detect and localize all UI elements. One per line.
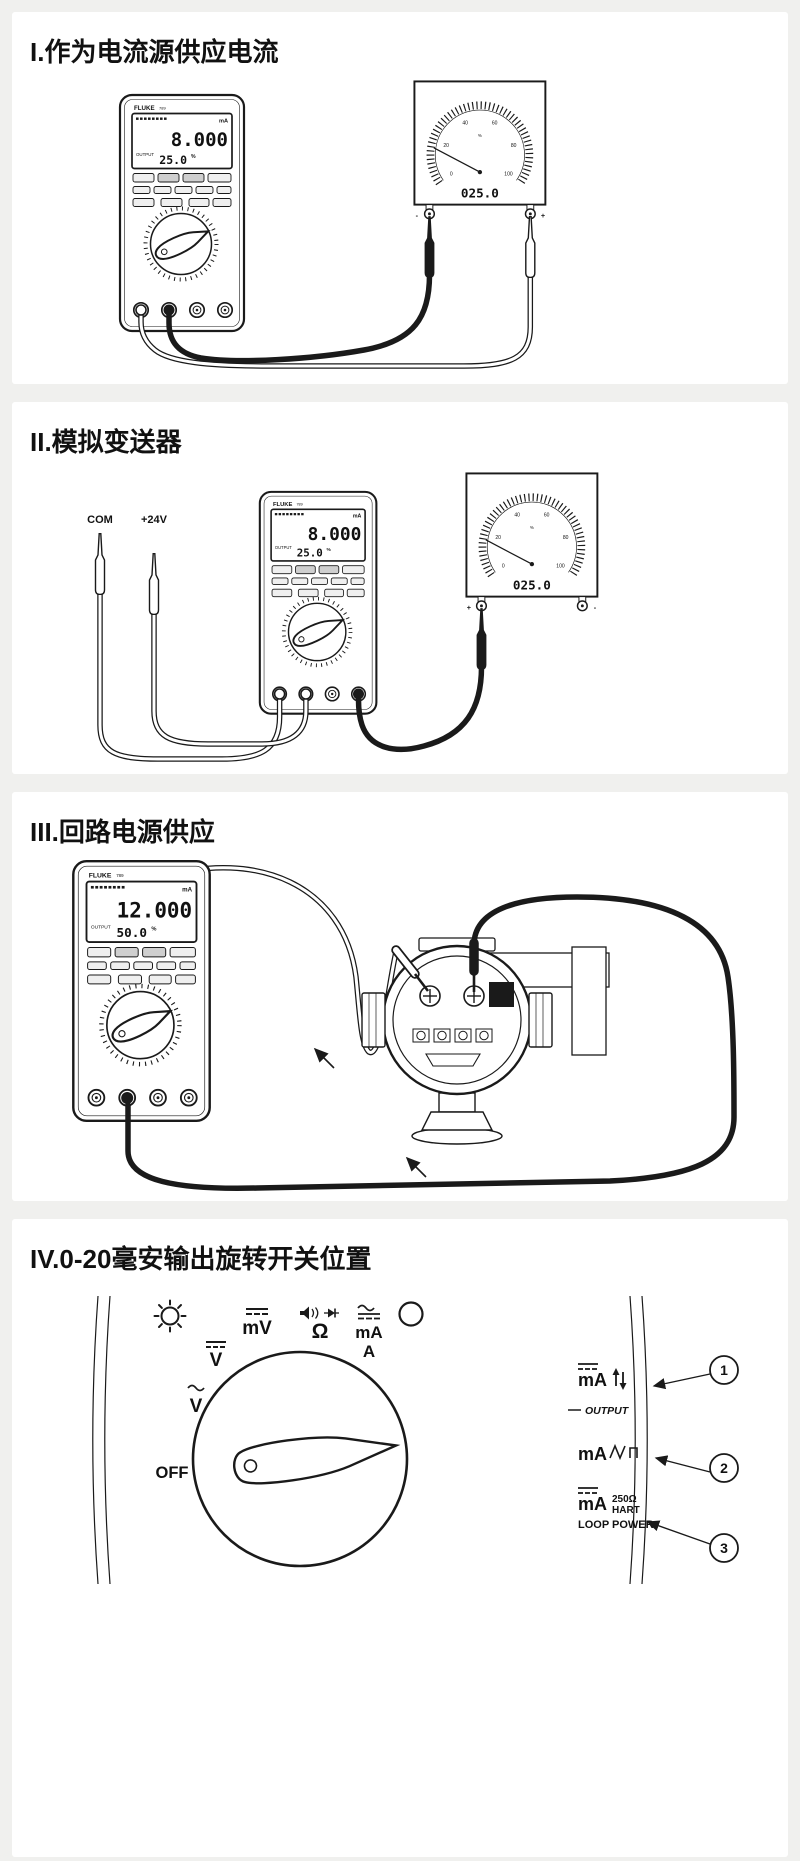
terminal-screw-left bbox=[419, 985, 441, 1007]
jack-plug-white bbox=[300, 688, 312, 700]
meter-percent-reading: 25.0 bbox=[159, 153, 187, 167]
com-probe-white bbox=[94, 533, 106, 595]
test-lead-black bbox=[125, 894, 737, 1192]
test-probe-black bbox=[476, 608, 487, 670]
process-meter: 12.000 50.0 bbox=[73, 861, 209, 1121]
test-lead-black bbox=[166, 272, 433, 364]
dc-symbol-pos1 bbox=[578, 1363, 598, 1370]
section-2-illustration: COM +24V 8.000 25.0 + - bbox=[87, 465, 788, 762]
section-4-title: IV.0-20毫安输出旋转开关位置 bbox=[30, 1244, 372, 1274]
dial-label-off: OFF bbox=[156, 1464, 189, 1482]
meter-main-reading: 8.000 bbox=[308, 524, 362, 545]
callout-1: 1 bbox=[709, 1355, 739, 1385]
jack-plug-white bbox=[273, 688, 286, 700]
meter-main-reading: 12.000 bbox=[117, 898, 192, 922]
connector-port bbox=[425, 1053, 481, 1067]
waveform-icons bbox=[609, 1443, 638, 1461]
mounting-bracket-arm bbox=[571, 946, 607, 1056]
dial-label-vac: V bbox=[190, 1396, 203, 1417]
section-1-current-source: I.作为电流源供应电流 8.000 25.0 - + bbox=[12, 12, 788, 384]
annotation-arrow-1 bbox=[313, 1047, 335, 1069]
test-probe-black bbox=[424, 216, 435, 278]
section-2-title: II.模拟变送器 bbox=[30, 427, 182, 457]
dial-label-vdc: V bbox=[210, 1350, 223, 1371]
section-4-illustration: mV Ω mA A bbox=[92, 1295, 739, 1585]
dial-knob bbox=[233, 1436, 401, 1485]
svg-text:2: 2 bbox=[720, 1460, 728, 1476]
callout-arrow-2 bbox=[654, 1455, 711, 1473]
section-3-loop-power: III.回路电源供应 12.000 50.0 bbox=[12, 792, 788, 1201]
transmitter bbox=[361, 937, 610, 1145]
section-3-illustration: 12.000 50.0 bbox=[12, 855, 737, 1192]
dial-pos1-ma: mA bbox=[578, 1370, 607, 1390]
svg-text:3: 3 bbox=[720, 1540, 728, 1556]
backlight-icon bbox=[153, 1299, 187, 1333]
ac-dc-symbol bbox=[357, 1304, 380, 1320]
dial-pos3-hart: HART bbox=[612, 1505, 640, 1516]
analog-gauge: - + bbox=[414, 81, 545, 220]
transmitter-neck bbox=[438, 1092, 476, 1113]
speaker-icon bbox=[300, 1306, 319, 1320]
dc-symbol bbox=[246, 1308, 268, 1315]
meter-main-reading: 8.000 bbox=[171, 129, 228, 151]
section-4-rotary-switch: IV.0-20毫安输出旋转开关位置 mV bbox=[12, 1219, 788, 1857]
jack-plug-black bbox=[353, 688, 364, 700]
dial-label-ohm: Ω bbox=[312, 1320, 329, 1343]
panel-button bbox=[398, 1301, 424, 1327]
section-1-title: I.作为电流源供应电流 bbox=[30, 37, 279, 67]
jack-plug-black bbox=[121, 1092, 134, 1104]
dial-pos3-ma: mA bbox=[578, 1494, 607, 1514]
rotary-dial bbox=[191, 1350, 409, 1568]
com-label: COM bbox=[87, 514, 113, 526]
test-lead-white bbox=[138, 272, 534, 369]
callout-arrow-3 bbox=[646, 1520, 711, 1545]
gauge-left-sign: - bbox=[416, 211, 419, 220]
terminal-screw-right bbox=[463, 985, 485, 1007]
gauge-right-sign: - bbox=[594, 603, 597, 612]
annotation-arrow-2 bbox=[405, 1156, 427, 1178]
meter-percent-reading: 25.0 bbox=[297, 547, 323, 560]
jack-plug-black bbox=[163, 304, 175, 316]
diode-icon bbox=[324, 1308, 339, 1318]
process-meter: 8.000 25.0 bbox=[257, 490, 379, 716]
section-3-title: III.回路电源供应 bbox=[30, 817, 215, 847]
terminal-row bbox=[412, 1028, 493, 1043]
dial-output-label: OUTPUT bbox=[585, 1405, 630, 1417]
dial-label-ma-top: mA bbox=[355, 1323, 382, 1342]
terminal-block bbox=[489, 982, 514, 1007]
svg-text:1: 1 bbox=[720, 1362, 728, 1378]
dial-label-a: A bbox=[363, 1342, 375, 1361]
process-meter: 8.000 25.0 bbox=[118, 93, 246, 333]
meter-percent-reading: 50.0 bbox=[117, 925, 147, 940]
conduit-hub-left bbox=[361, 992, 386, 1048]
test-lead-black bbox=[355, 664, 485, 752]
dial-pos3-ohm: 250Ω bbox=[612, 1494, 637, 1505]
dc-symbol-v bbox=[206, 1341, 226, 1348]
section-2-simulate-transmitter: II.模拟变送器 COM +24V 8.000 25.0 + - bbox=[12, 402, 788, 774]
v24-lead-white bbox=[151, 610, 309, 747]
v24-probe-white bbox=[148, 553, 160, 615]
conduit-hub-right bbox=[528, 992, 553, 1048]
com-lead-white bbox=[97, 590, 283, 762]
ac-symbol bbox=[187, 1384, 205, 1392]
test-probe-white bbox=[391, 945, 430, 992]
callout-arrow-1 bbox=[652, 1373, 711, 1390]
dial-label-mv: mV bbox=[242, 1318, 272, 1339]
jack-plug-white bbox=[135, 304, 147, 316]
dial-pos3-loop-power: LOOP POWER bbox=[578, 1519, 654, 1531]
updown-arrows-icon bbox=[612, 1368, 627, 1390]
callout-3: 3 bbox=[709, 1533, 739, 1563]
transmitter-flange bbox=[420, 1111, 494, 1131]
test-probe-white bbox=[525, 216, 536, 278]
plus24v-label: +24V bbox=[141, 514, 168, 526]
callout-2: 2 bbox=[709, 1453, 739, 1483]
gauge-right-sign: + bbox=[541, 211, 545, 220]
gauge-left-sign: + bbox=[467, 603, 471, 612]
section-1-illustration: 8.000 25.0 - + bbox=[118, 75, 788, 369]
housing-edge-lines bbox=[92, 1295, 648, 1585]
dial-pos2-ma: mA bbox=[578, 1444, 607, 1464]
dc-symbol-pos3 bbox=[578, 1487, 598, 1494]
analog-gauge: + - bbox=[466, 473, 597, 612]
